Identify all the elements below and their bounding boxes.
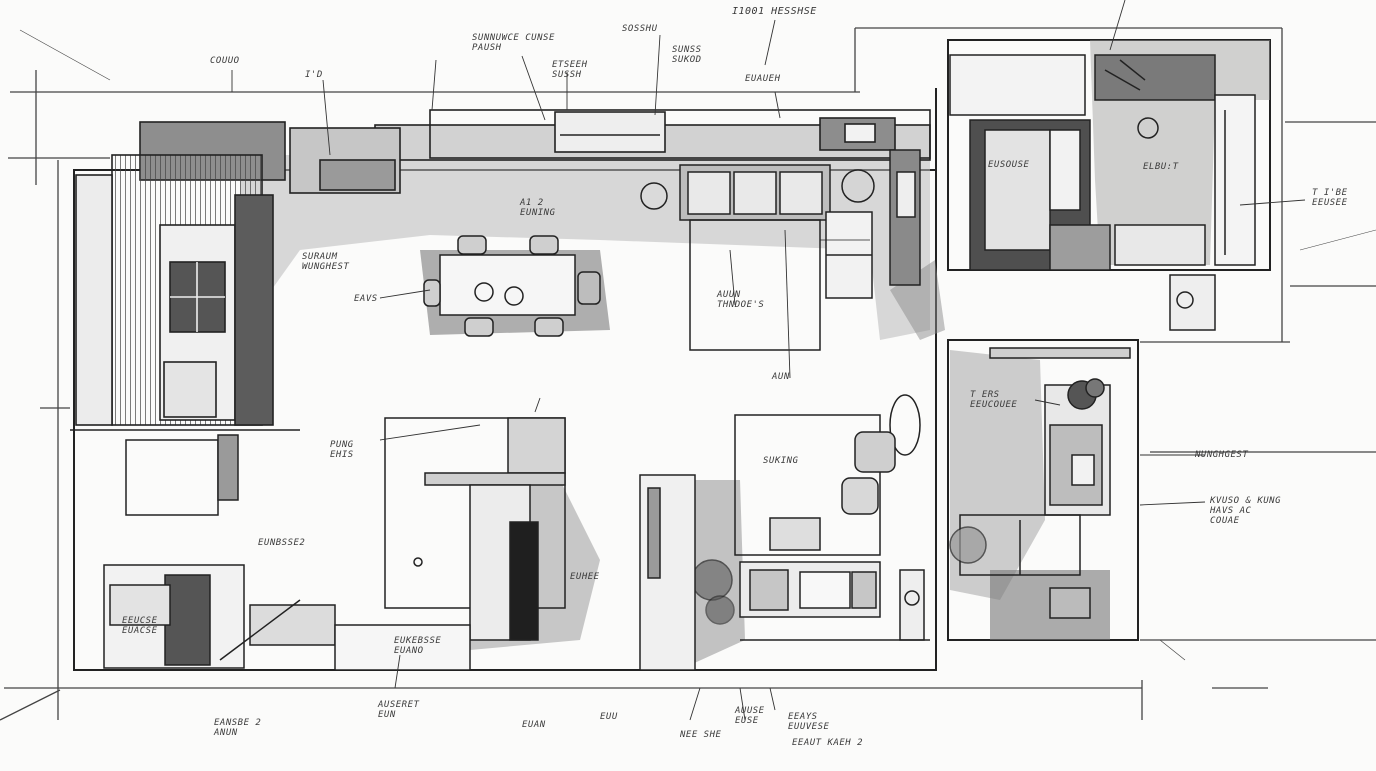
top-counter bbox=[289, 109, 931, 194]
annotation-bottom-8: EEAUT KAEH 2 bbox=[792, 738, 864, 748]
annotation-top-3: SUNNUWCE CUNSE PAUSH bbox=[472, 33, 555, 53]
annotation-dining-3: EAVS bbox=[354, 294, 378, 304]
annotation-bottom-7: EEAYS EUUVESE bbox=[788, 712, 830, 732]
annotation-top-6: SUNSS SUKOD bbox=[672, 45, 702, 65]
annotation-top-4: SOSSHU bbox=[622, 24, 658, 34]
annotation-bed-1: AUUN THNDOE'S bbox=[717, 290, 765, 310]
leader-lines bbox=[231, 0, 1306, 721]
annotation-top-2: I'D bbox=[305, 70, 323, 80]
annotation-bottom-5: NEE SHE bbox=[680, 730, 722, 740]
annotation-edge-right: T I'BE EEUSEE bbox=[1312, 188, 1348, 208]
annotation-bottom-6: AUUSE EUSE bbox=[735, 706, 765, 726]
annotation-dining-2: SURAUM WUNGHEST bbox=[302, 252, 350, 272]
annotation-top-8: EUAUEH bbox=[745, 74, 781, 84]
annotation-low-2: EUKEBSSE EUANO bbox=[394, 636, 442, 656]
annotation-mid-3: EUHEE bbox=[570, 572, 600, 582]
mid-right-room bbox=[949, 347, 1131, 619]
annotation-bed-2: AUN bbox=[772, 372, 790, 382]
annotation-bottom-3: EUAN bbox=[522, 720, 546, 730]
annotation-top-7: I1001 HESSHSE bbox=[732, 6, 817, 17]
annotation-low-1: EUNBSSE2 bbox=[258, 538, 306, 548]
kitchen-block bbox=[70, 121, 300, 431]
annotation-top-1: COUUO bbox=[210, 56, 240, 66]
lower-left-rooms bbox=[103, 417, 696, 671]
annotation-bottom-2: AUSERET EUN bbox=[378, 700, 420, 720]
annotation-bottom-4: EUU bbox=[600, 712, 618, 722]
annotation-right-4: NUNGHGEST bbox=[1195, 450, 1249, 460]
dining-set bbox=[420, 235, 610, 337]
annotation-dining-1: A1 2 EUNING bbox=[520, 198, 556, 218]
upper-right-room bbox=[949, 54, 1256, 331]
annotation-right-1: ELBU:T bbox=[1143, 162, 1179, 172]
annotation-mid-1: PUNG EHIS bbox=[330, 440, 354, 460]
annotation-right-5: KVUSO & KUNG HAVS AC COUAE bbox=[1210, 496, 1282, 526]
annotation-top-5: ETSEEH SUSSH bbox=[552, 60, 588, 80]
bedroom-area bbox=[640, 149, 921, 351]
annotation-right-2: EUSOUSE bbox=[988, 160, 1030, 170]
living-room bbox=[691, 394, 930, 641]
annotation-low-3: EEUCSE EUACSE bbox=[122, 616, 158, 636]
annotation-mid-2: SUKING bbox=[763, 456, 799, 466]
annotation-bottom-1: EANSBE 2 ANUN bbox=[214, 718, 262, 738]
annotation-right-3: T ERS EEUCOUEE bbox=[970, 390, 1018, 410]
guide-lines bbox=[0, 27, 1376, 721]
